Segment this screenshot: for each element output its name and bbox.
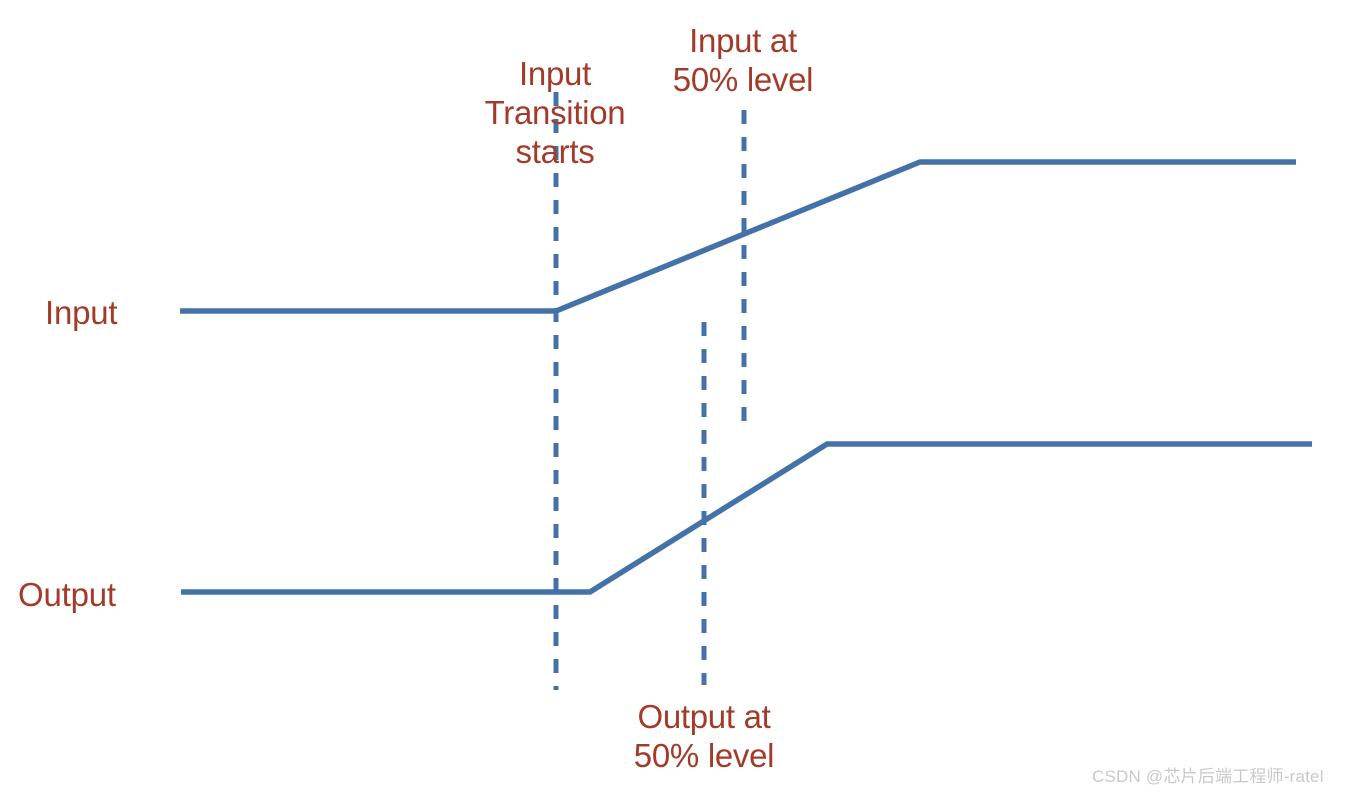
csdn-watermark: CSDN @芯片后端工程师-ratel bbox=[1092, 767, 1324, 786]
input-waveform bbox=[180, 159, 1296, 314]
signal-waveform-group bbox=[180, 159, 1312, 595]
output-at-50-level-label: Output at 50% level bbox=[633, 698, 775, 774]
reference-marker-group bbox=[553, 92, 747, 690]
input-signal-label: Input bbox=[45, 294, 118, 331]
input-transition-starts-label: Input Transition starts bbox=[484, 55, 626, 170]
output-waveform bbox=[181, 441, 1312, 595]
output-signal-label: Output bbox=[18, 576, 116, 613]
input-at-50-level-label: Input at 50% level bbox=[672, 22, 814, 98]
